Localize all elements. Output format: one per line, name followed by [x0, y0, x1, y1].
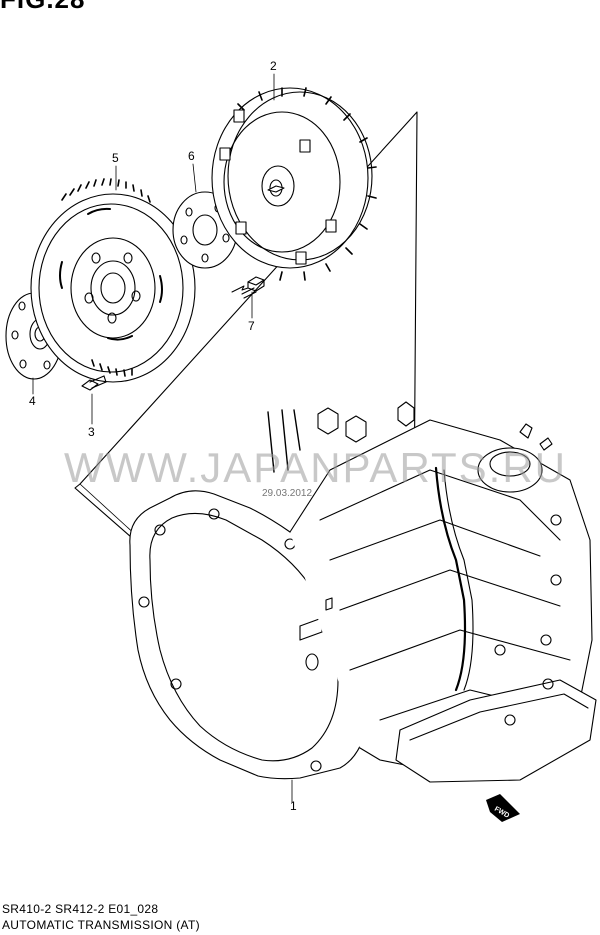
callout-2: 2 [270, 59, 277, 73]
callout-3: 3 [88, 425, 95, 439]
bolt-part-3 [81, 375, 107, 391]
footer-model-code: SR410-2 SR412-2 E01_028 [2, 902, 159, 916]
callout-6: 6 [188, 149, 195, 163]
callout-5: 5 [112, 151, 119, 165]
torque-converter-part-2 [211, 87, 377, 281]
callout-labels: 1 2 3 4 5 6 7 [29, 59, 297, 813]
callout-1: 1 [290, 799, 297, 813]
watermark-date: 29.03.2012 [262, 488, 312, 499]
leader-lines [32, 73, 293, 803]
watermark-text: WWW.JAPANPARTS.RU [64, 444, 567, 491]
callout-4: 4 [29, 394, 36, 408]
direction-arrow [231, 285, 249, 293]
fwd-direction-marker: FWD [486, 794, 520, 822]
flywheel-part-5 [30, 178, 196, 383]
footer-caption: AUTOMATIC TRANSMISSION (AT) [2, 918, 200, 932]
figure-title: FIG.28 [0, 0, 85, 15]
callout-7: 7 [248, 319, 255, 333]
bolt-part-7 [241, 276, 265, 299]
transmission-assembly-part-1 [129, 401, 597, 783]
